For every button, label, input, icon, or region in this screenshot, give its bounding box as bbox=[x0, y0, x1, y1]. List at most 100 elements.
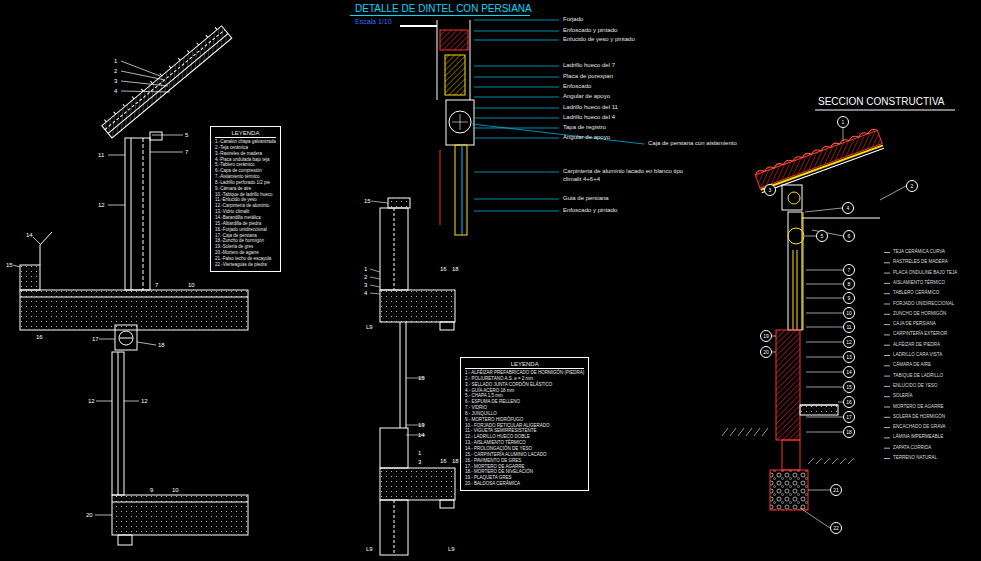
legend-entry: 15.-Albardilla de piedra bbox=[215, 221, 276, 227]
callout-circle: 7 bbox=[843, 264, 855, 276]
legend-entry: 9.- MORTERO HIDRÓFUGO bbox=[465, 417, 584, 423]
drawing-title: DETALLE DE DINTEL CON PERSIANA bbox=[355, 4, 532, 14]
legend-item: ZAPATA CORRIDA bbox=[893, 446, 931, 451]
legend-item: PLACA ONDULINE BAJO TEJA bbox=[893, 271, 957, 276]
callout-number: 13 bbox=[846, 355, 852, 360]
callout-number: L9 bbox=[366, 324, 373, 330]
callout-circle: 3 bbox=[764, 184, 776, 196]
material-callout: Ladrillo hueco del 7 bbox=[563, 62, 615, 68]
legend-heading: LEYENDA bbox=[215, 129, 276, 138]
legend-entry: 1.- ALFÉIZAR PREFABRICADO DE HORMIGÓN (P… bbox=[465, 370, 584, 376]
callout-circle: 6 bbox=[843, 230, 855, 242]
callout-number: 20 bbox=[86, 512, 93, 518]
callout-number: 16 bbox=[36, 334, 43, 340]
legend-entry: 13.- AISLAMIENTO TÉRMICO bbox=[465, 440, 584, 446]
legend-item: CAJA DE PERSIANA bbox=[893, 322, 936, 327]
callout-number: 4 bbox=[114, 88, 117, 94]
material-callout: Angular de apoyo bbox=[563, 134, 610, 140]
callout-number: L9 bbox=[448, 546, 455, 552]
legend-entry: 5.-Tablero cerámico bbox=[215, 162, 276, 168]
legend-entry: 10.- FORJADO RETICULAR ALIGERADO bbox=[465, 423, 584, 429]
callout-number: 16 bbox=[440, 458, 447, 464]
callout-number: 3 bbox=[114, 78, 117, 84]
material-callout: Caja de persiana con aislamiento bbox=[648, 140, 737, 146]
callout-number: 12 bbox=[846, 340, 852, 345]
legend-entry: 14.- PROLONGACIÓN DE YESO bbox=[465, 446, 584, 452]
callout-number: 14 bbox=[26, 232, 33, 238]
callout-number: 7 bbox=[155, 282, 158, 288]
legend-item: TERRENO NATURAL bbox=[893, 456, 937, 461]
callout-number: 2 bbox=[911, 184, 914, 189]
callout-number: 5 bbox=[185, 132, 188, 138]
callout-circle: 9 bbox=[843, 292, 855, 304]
legend-table: LEYENDA1.-Canalón chapa galvanizada2.-Te… bbox=[210, 126, 281, 272]
callout-number: 3 bbox=[769, 188, 772, 193]
legend-item: LÁMINA IMPERMEABLE bbox=[893, 435, 943, 440]
legend-entry: 11.- VIGUETA SEMIRRESISTENTE bbox=[465, 428, 584, 434]
callout-number: 5 bbox=[821, 234, 824, 239]
callout-number: 18 bbox=[846, 430, 852, 435]
callout-number: L9 bbox=[366, 546, 373, 552]
legend-entry: 12.- LADRILLO HUECO DOBLE bbox=[465, 434, 584, 440]
legend-entry: 7.-Aislamiento térmico bbox=[215, 174, 276, 180]
legend-entry: 2.- POLIURETANO A.S. e = 2 mm bbox=[465, 376, 584, 382]
callout-number: 22 bbox=[833, 526, 839, 531]
legend-entry: 3.-Rastreles de madera bbox=[215, 151, 276, 157]
callout-number: 10 bbox=[188, 282, 195, 288]
callout-number: 12 bbox=[141, 398, 148, 404]
legend-entry: 19.-Solería de gres bbox=[215, 244, 276, 250]
material-callout: Forjado bbox=[563, 16, 583, 22]
callout-circle: 22 bbox=[830, 522, 842, 534]
material-callout: Enfoscado bbox=[563, 83, 591, 89]
legend-table: LEYENDA1.- ALFÉIZAR PREFABRICADO DE HORM… bbox=[460, 357, 589, 491]
callout-number: 10 bbox=[846, 311, 852, 316]
section-title: SECCION CONSTRUCTIVA bbox=[818, 97, 945, 107]
legend-item: ALFÉIZAR DE PIEDRA bbox=[893, 343, 940, 348]
legend-item: SOLERA DE HORMIGÓN bbox=[893, 415, 945, 420]
callout-number: 12 bbox=[88, 398, 95, 404]
callout-number: 14 bbox=[846, 370, 852, 375]
legend-item: ENLUCIDO DE YESO bbox=[893, 384, 937, 389]
legend-entry: 22.-Vierteaguas de piedra bbox=[215, 262, 276, 268]
legend-entry: 20.- BALDOSA CERÁMICA bbox=[465, 481, 584, 487]
callout-number: 11 bbox=[846, 325, 851, 330]
legend-entry: 6.- ESPUMA DE RELLENO bbox=[465, 399, 584, 405]
callout-number: 17 bbox=[92, 336, 99, 342]
legend-entry: 6.-Capa de compresión bbox=[215, 168, 276, 174]
callout-number: 4 bbox=[364, 290, 367, 296]
callout-number: 15 bbox=[846, 385, 852, 390]
callout-number: 17 bbox=[846, 415, 852, 420]
callout-circle: 17 bbox=[843, 411, 855, 423]
legend-item: MORTERO DE AGARRE bbox=[893, 405, 943, 410]
material-callout: Enlucido de yeso y pintado bbox=[563, 36, 635, 42]
callout-circle: 4 bbox=[842, 202, 854, 214]
legend-entry: 16.- PAVIMENTO DE GRES bbox=[465, 458, 584, 464]
legend-entry: 17.- MORTERO DE AGARRE bbox=[465, 464, 584, 470]
callout-circle: 18 bbox=[843, 426, 855, 438]
callout-number: 3 bbox=[364, 282, 367, 288]
callout-number: 7 bbox=[185, 149, 188, 155]
legend-entry: 15.- CARPINTERÍA ALUMINIO LACADO bbox=[465, 452, 584, 458]
legend-entry: 4.- GUÍA ACERO 18 mm bbox=[465, 388, 584, 394]
material-callout: Enfoscado y pintado bbox=[563, 27, 617, 33]
callout-number: 18 bbox=[158, 342, 165, 348]
callout-circle: 5 bbox=[816, 230, 828, 242]
callout-number: 16 bbox=[440, 266, 447, 272]
callout-number: 9 bbox=[848, 296, 851, 301]
legend-entry: 10.-Tabique de ladrillo hueco bbox=[215, 192, 276, 198]
callout-number: 14 bbox=[418, 432, 425, 438]
callout-number: 13 bbox=[418, 422, 425, 428]
legend-item: TABIQUE DE LADRILLO bbox=[893, 374, 943, 379]
legend-entry: 5.- CHAPA 1,5 mm bbox=[465, 393, 584, 399]
legend-entry: 1.-Canalón chapa galvanizada bbox=[215, 139, 276, 145]
legend-entry: 13.-Vidrio climalit bbox=[215, 209, 276, 215]
callout-circle: 14 bbox=[843, 366, 855, 378]
callout-circle: 20 bbox=[760, 346, 772, 358]
callout-number: 21 bbox=[833, 488, 839, 493]
legend-entry: 3.- SELLADO JUNTA CORDÓN ELÁSTICO bbox=[465, 382, 584, 388]
callout-number: 11 bbox=[98, 152, 104, 158]
legend-heading: LEYENDA bbox=[465, 360, 584, 369]
callout-circle: 11 bbox=[843, 321, 855, 333]
callout-circle: 15 bbox=[843, 381, 855, 393]
legend-entry: 11.-Enlucido de yeso bbox=[215, 197, 276, 203]
